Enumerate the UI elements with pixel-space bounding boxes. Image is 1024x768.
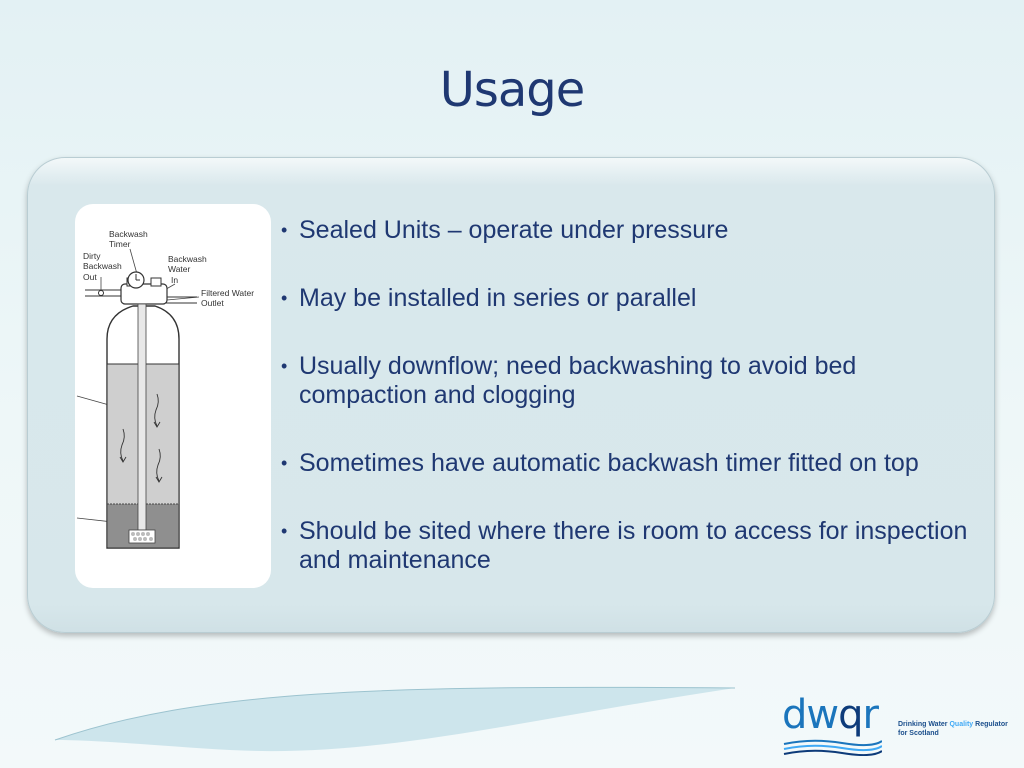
bullet-text: Usually downflow; need backwashing to av… <box>299 352 857 409</box>
bullet-item: • May be installed in series or parallel <box>281 284 981 313</box>
label-filtered-2: Outlet <box>201 298 224 308</box>
label-dirty-2: Backwash <box>83 261 122 271</box>
bullet-text: Should be sited where there is room to a… <box>299 517 968 574</box>
bullet-text: May be installed in series or parallel <box>299 284 697 312</box>
bullet-dot: • <box>281 288 288 308</box>
label-backwash-timer-2: Timer <box>109 239 131 249</box>
bullet-dot: • <box>281 453 288 473</box>
dwqr-logo: dwqr Drinking Water Quality Regulator fo… <box>780 692 1020 760</box>
bullet-dot: • <box>281 521 288 541</box>
logo-tag-part1: Drinking Water <box>898 721 950 728</box>
slide-title: Usage <box>439 62 586 118</box>
bullet-text: Sealed Units – operate under pressure <box>299 216 729 244</box>
filter-diagram: Backwash Timer Dirty Backwash Out Backwa… <box>75 204 271 588</box>
bullet-text: Sometimes have automatic backwash timer … <box>299 449 919 477</box>
logo-tag-quality: Quality <box>949 721 974 728</box>
bullet-item: • Should be sited where there is room to … <box>281 517 981 575</box>
label-backwash-timer: Backwash <box>109 229 148 239</box>
logo-tag-part2: Regulator <box>973 721 1008 728</box>
logo-tag-line2: for Scotland <box>898 730 939 737</box>
label-backwash-in-2: Water <box>168 264 191 274</box>
label-dirty: Dirty <box>83 251 101 261</box>
bullet-list: • Sealed Units – operate under pressure •… <box>281 216 981 614</box>
logo-wordmark: dwqr <box>782 692 879 738</box>
label-filtered: Filtered Water <box>201 288 254 298</box>
label-dirty-3: Out <box>83 272 97 282</box>
decorative-wave <box>54 686 736 752</box>
logo-letter-r: r <box>862 692 879 738</box>
bullet-dot: • <box>281 220 288 240</box>
logo-waves-icon <box>783 739 882 756</box>
bullet-item: • Sealed Units – operate under pressure <box>281 216 981 245</box>
bullet-item: • Sometimes have automatic backwash timer… <box>281 449 981 478</box>
bullet-item: • Usually downflow; need backwashing to a… <box>281 352 981 410</box>
logo-letters-dw: dw <box>782 692 839 738</box>
pressure-filter-diagram: Backwash Timer Dirty Backwash Out Backwa… <box>76 229 254 549</box>
bullet-dot: • <box>281 356 288 376</box>
label-backwash-in-3: In <box>171 275 178 285</box>
logo-tagline: Drinking Water Quality Regulator for Sco… <box>898 720 1018 738</box>
logo-letter-q: q <box>838 692 863 738</box>
label-backwash-in: Backwash <box>168 254 207 264</box>
